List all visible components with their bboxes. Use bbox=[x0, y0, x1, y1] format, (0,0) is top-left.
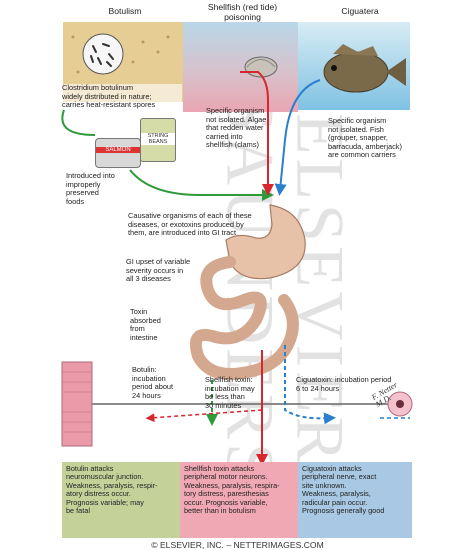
botulism-summary-text: Botulin attacks neuromuscular junction. … bbox=[66, 464, 158, 516]
shellfish-summary-text: Shellfish toxin attacks peripheral motor… bbox=[184, 464, 280, 516]
salmon-can: SALMON bbox=[95, 138, 141, 168]
preserved-label: Introduced into improperly preserved foo… bbox=[66, 171, 115, 206]
footer-credit: © ELSEVIER, INC. – NETTERIMAGES.COM bbox=[151, 540, 324, 550]
muscle-fiber bbox=[61, 361, 93, 447]
causative-label: Causative organisms of each of these dis… bbox=[128, 211, 252, 238]
botulism-path bbox=[61, 109, 268, 195]
gi-tract bbox=[189, 204, 306, 380]
header-ciguatera: Ciguatera bbox=[341, 6, 379, 16]
ciguatera-summary-text: Ciguatoxin attacks peripheral nerve, exa… bbox=[302, 464, 385, 516]
ciguatera-path bbox=[274, 79, 321, 196]
beans-jar-label: STRING BEANS bbox=[141, 133, 175, 145]
fish-icon bbox=[323, 44, 406, 93]
ciguatera-summary: Ciguatoxin attacks peripheral nerve, exa… bbox=[298, 462, 412, 538]
beans-jar: STRING BEANS bbox=[140, 118, 176, 162]
shellfish-incubation-label: Shellfish toxin: incubation may be less … bbox=[205, 375, 255, 410]
fish-panel bbox=[298, 22, 410, 110]
botulism-summary: Botulin attacks neuromuscular junction. … bbox=[62, 462, 180, 538]
shellfish-summary: Shellfish toxin attacks peripheral motor… bbox=[180, 462, 298, 538]
header-shellfish: Shellfish (red tide) poisoning bbox=[207, 2, 278, 22]
header-botulism: Botulism bbox=[108, 6, 142, 16]
ciguatera-organism-label: Specific organism not isolated. Fish (gr… bbox=[328, 116, 402, 160]
red-tide-panel bbox=[183, 22, 298, 112]
shellfish-organism-label: Specific organism not isolated. Algae th… bbox=[206, 106, 267, 150]
gi-upset-label: GI upset of variable severity occurs in … bbox=[126, 257, 191, 284]
salmon-can-label: SALMON bbox=[96, 147, 140, 153]
clostridium-label: Clostridium botulinum widely distributed… bbox=[62, 83, 182, 110]
ciguatoxin-incubation-label: Ciguatoxin: incubation period 6 to 24 ho… bbox=[296, 375, 392, 393]
botulin-incubation-label: Botulin: incubation period about 24 hour… bbox=[132, 365, 174, 400]
shellfish-path bbox=[240, 71, 274, 196]
toxin-absorbed-label: Toxin absorbed from intestine bbox=[130, 307, 161, 342]
